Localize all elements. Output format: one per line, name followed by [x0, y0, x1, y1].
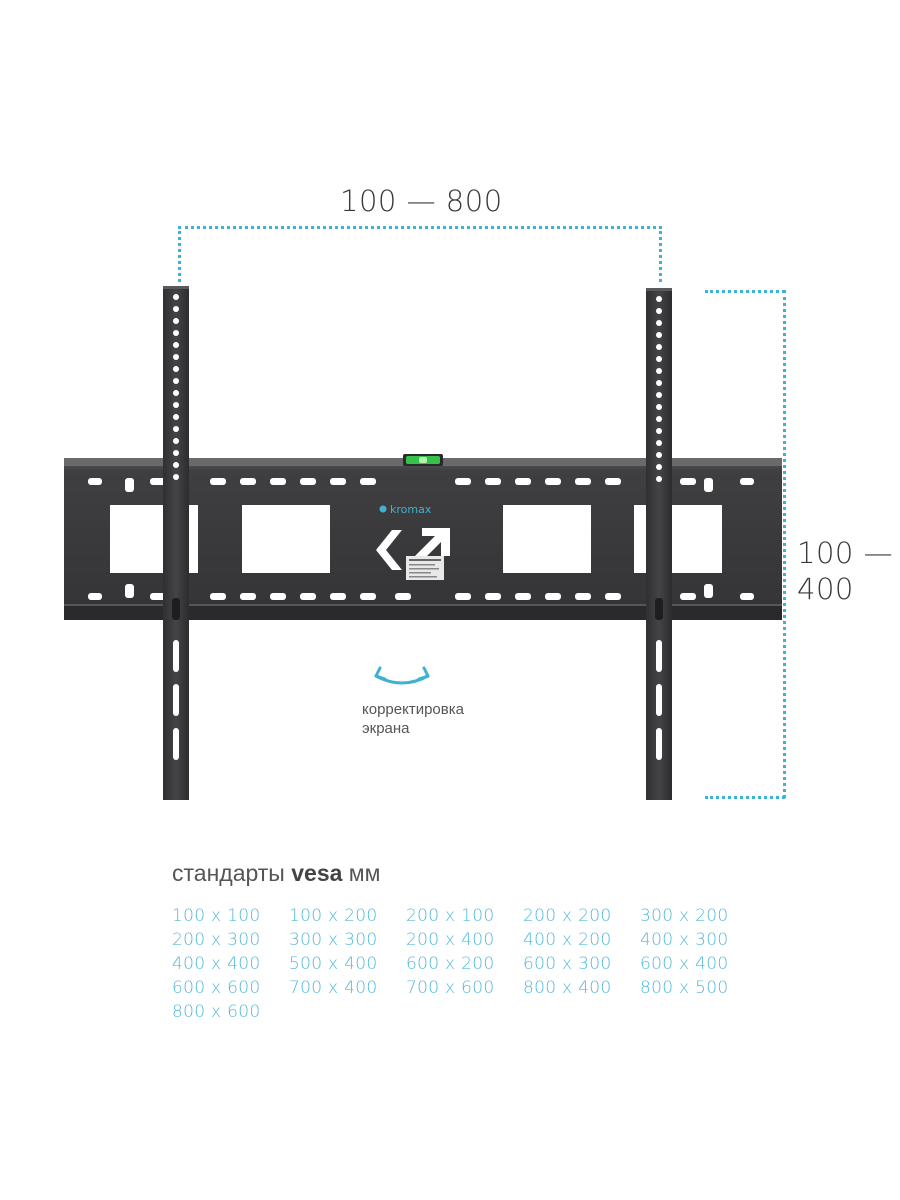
vesa-size: 100 x 200: [289, 906, 378, 926]
vesa-size: 500 x 400: [289, 954, 378, 974]
vesa-standards-title: стандарты vesa мм: [172, 860, 380, 887]
width-dimension-line: [178, 226, 662, 229]
vesa-size: 200 x 300: [172, 930, 261, 950]
height-dimension-bottom-tick: [705, 796, 785, 799]
svg-text:kromax: kromax: [390, 503, 432, 516]
screen-adjustment-caption: корректировка экрана: [362, 700, 464, 738]
tv-wall-mount-image: kromax: [64, 286, 782, 800]
vesa-size: 800 x 400: [523, 978, 612, 998]
vesa-size: 100 x 100: [172, 906, 261, 926]
vesa-size: 200 x 400: [406, 930, 495, 950]
vesa-size: 700 x 400: [289, 978, 378, 998]
spec-sticker: [406, 556, 444, 580]
width-dimension-left-tick: [178, 226, 181, 282]
vesa-size: 700 x 600: [406, 978, 495, 998]
vesa-size: 800 x 600: [172, 1002, 261, 1022]
height-range-label-line2: 400: [797, 572, 854, 606]
vesa-size: 600 x 300: [523, 954, 612, 974]
vesa-size: 300 x 200: [640, 906, 729, 926]
caption-line-2: экрана: [362, 720, 410, 737]
wall-plate: kromax: [64, 454, 782, 620]
right-mounting-arm: [646, 288, 672, 800]
width-range-label: 100 — 800: [340, 184, 503, 218]
rotate-arrow-icon: [374, 666, 430, 685]
vesa-size: 400 x 200: [523, 930, 612, 950]
vesa-size: 600 x 600: [172, 978, 261, 998]
vesa-size: 600 x 400: [640, 954, 729, 974]
vesa-title-bold: vesa: [291, 860, 343, 886]
height-dimension-line: [783, 290, 786, 798]
caption-line-1: корректировка: [362, 701, 464, 718]
brand-logo: kromax: [379, 503, 432, 516]
vesa-size: 800 x 500: [640, 978, 729, 998]
vesa-title-prefix: стандарты: [172, 860, 285, 886]
vesa-size: 200 x 200: [523, 906, 612, 926]
left-mounting-arm: [163, 286, 189, 800]
width-dimension-right-tick: [659, 226, 662, 282]
vesa-size: 600 x 200: [406, 954, 495, 974]
height-range-label-line1: 100 —: [797, 536, 894, 570]
vesa-size: 300 x 300: [289, 930, 378, 950]
vesa-size: 400 x 400: [172, 954, 261, 974]
vesa-size: 400 x 300: [640, 930, 729, 950]
vesa-size: 200 x 100: [406, 906, 495, 926]
height-dimension-top-tick: [705, 290, 785, 293]
vesa-title-unit: мм: [348, 860, 381, 886]
bubble-level-icon: [403, 454, 443, 466]
